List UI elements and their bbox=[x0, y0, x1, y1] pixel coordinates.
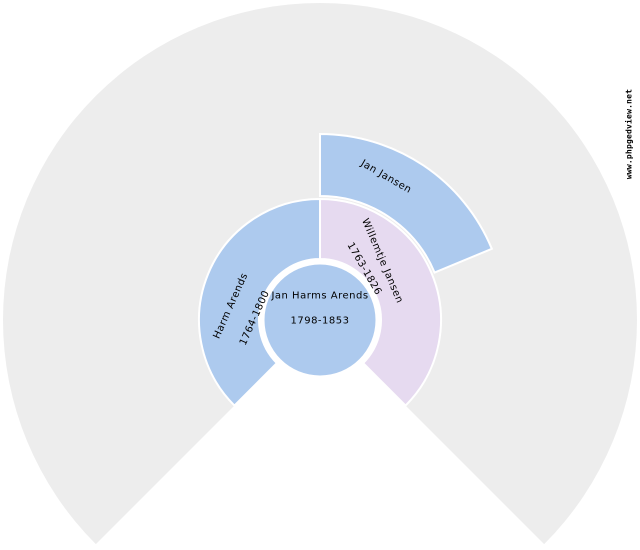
sector-maternal-grandfather[interactable] bbox=[319, 132, 494, 274]
center-person-dates: 1798-1853 bbox=[290, 316, 349, 327]
center-person-name: Jan Harms Arends bbox=[270, 291, 368, 302]
center-person-circle[interactable] bbox=[264, 264, 376, 376]
watermark: www.phpgedview.net bbox=[624, 89, 634, 179]
